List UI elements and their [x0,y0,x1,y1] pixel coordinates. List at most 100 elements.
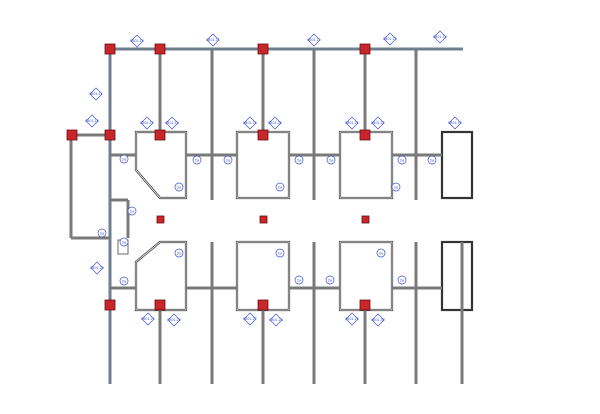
room-tag[interactable]: 2a [325,275,335,285]
top-corridor-wall [108,47,463,384]
room-tag[interactable]: 2a [427,155,437,165]
room-tag[interactable]: 2a [192,155,202,165]
room-tag-circle [275,182,285,192]
grid-tag-label: EB01-29 [345,317,358,321]
grid-tag[interactable]: EB01-25 [141,312,155,326]
room-tag-circle [397,275,407,285]
room-tag[interactable]: 2a [127,206,137,216]
room-tag[interactable]: 2a [119,237,129,247]
room-tag-circle [119,154,129,164]
room-tag-circle [391,182,401,192]
grid-tag-label: EB01-21 [345,121,358,125]
room-tag[interactable]: 2a [119,154,129,164]
grid-tag-diamond [243,116,257,130]
room-tag-label: 2a [297,278,302,282]
room-tag-label: 2a [122,157,127,161]
room-tag-label: 2a [100,231,105,235]
room-tag[interactable]: 2a [294,155,304,165]
grid-tag[interactable]: EB01-18 [165,116,179,130]
grid-tag[interactable]: EB01-14 [433,30,447,44]
grid-tag-diamond [90,261,104,275]
room-tag[interactable]: 2a [223,155,233,165]
grid-tag[interactable]: EB01-23 [448,116,462,130]
grid-tag[interactable]: EB01-20 [268,116,282,130]
room-tag-circle [427,155,437,165]
grid-tag[interactable]: EB01-13 [383,32,397,46]
grid-tag[interactable]: EB01-16 [85,114,99,128]
room-tag-circle [397,155,407,165]
grid-tag-label: EB01-17 [140,121,153,125]
room-tag-circle [127,206,137,216]
room-tag-label: 2a [278,251,283,255]
column-marker [259,215,268,224]
grid-tag-diamond [345,312,359,326]
room-tag-circle [376,248,386,258]
grid-tag-label: EB01-16 [85,119,98,123]
left-corridor [69,133,130,255]
grid-tag[interactable]: EB01-24 [90,261,104,275]
grid-tag[interactable]: EB01-30 [371,313,385,327]
room-tag[interactable]: 2a [397,155,407,165]
grid-tag[interactable]: EB01-22 [371,116,385,130]
grid-tag-diamond [130,34,144,48]
grid-tag[interactable]: EB01-27 [243,312,257,326]
grid-tag-diamond [448,116,462,130]
grid-tag[interactable]: EB01-12 [307,33,321,47]
room-tag-circle [192,155,202,165]
room-tag[interactable]: 2a [397,275,407,285]
grid-tag-label: EB01-12 [307,38,320,42]
grid-tag-label: EB01-10 [130,39,143,43]
grid-tag[interactable]: EB01-28 [269,313,283,327]
lower-corridor-segments [110,242,464,384]
grid-tag-label: EB01-15 [89,92,102,96]
grid-tag[interactable]: EB01-26 [167,313,181,327]
room-tag[interactable]: 2a [376,248,386,258]
grid-tag-label: EB01-14 [433,35,446,39]
room-tag-label: 2a [400,158,405,162]
grid-tag-diamond [268,116,282,130]
room-tag[interactable]: 2a [326,155,336,165]
grid-tag-diamond [371,313,385,327]
column-marker [154,43,166,55]
room-tag[interactable]: 2a [275,182,285,192]
upper-room-1 [134,130,188,200]
grid-tag[interactable]: EB01-15 [89,87,103,101]
grid-tag[interactable]: EB01-11 [206,33,220,47]
room-tag-label: 2a [400,278,405,282]
grid-tag-diamond [167,313,181,327]
room-tag-label: 2a [394,185,399,189]
column-marker [66,129,78,141]
grid-tag[interactable]: EB01-29 [345,312,359,326]
column-marker [359,129,371,141]
grid-tag-label: EB01-30 [371,318,384,322]
upper-room-3 [338,130,394,200]
room-tag[interactable]: 2a [119,276,129,286]
room-tag[interactable]: 2a [275,248,285,258]
grid-tag[interactable]: EB01-19 [243,116,257,130]
room-tag[interactable]: 2a [97,228,107,238]
room-tag[interactable]: 2a [294,275,304,285]
column-marker [156,215,165,224]
grid-tag-label: EB01-22 [371,121,384,125]
grid-tag-diamond [269,313,283,327]
column-marker [359,299,371,311]
upper-partitions [158,49,418,155]
column-marker [361,215,370,224]
grid-tag-diamond [206,33,220,47]
column-marker [104,129,116,141]
grid-tag-diamond [165,116,179,130]
grid-tag-label: EB01-19 [243,121,256,125]
column-marker [257,43,269,55]
grid-tag[interactable]: EB01-10 [130,34,144,48]
room-tag[interactable]: 2a [391,182,401,192]
room-tag[interactable]: 2a [174,182,184,192]
room-tag[interactable]: 2a [174,248,184,258]
room-tag-circle [119,276,129,286]
room-tag-label: 2a [278,185,283,189]
grid-tag[interactable]: EB01-21 [345,116,359,130]
grid-tag[interactable]: EB01-17 [140,116,154,130]
room-tag-label: 2a [177,251,182,255]
grid-tag-label: EB01-28 [269,318,282,322]
room-tag-circle [325,275,335,285]
